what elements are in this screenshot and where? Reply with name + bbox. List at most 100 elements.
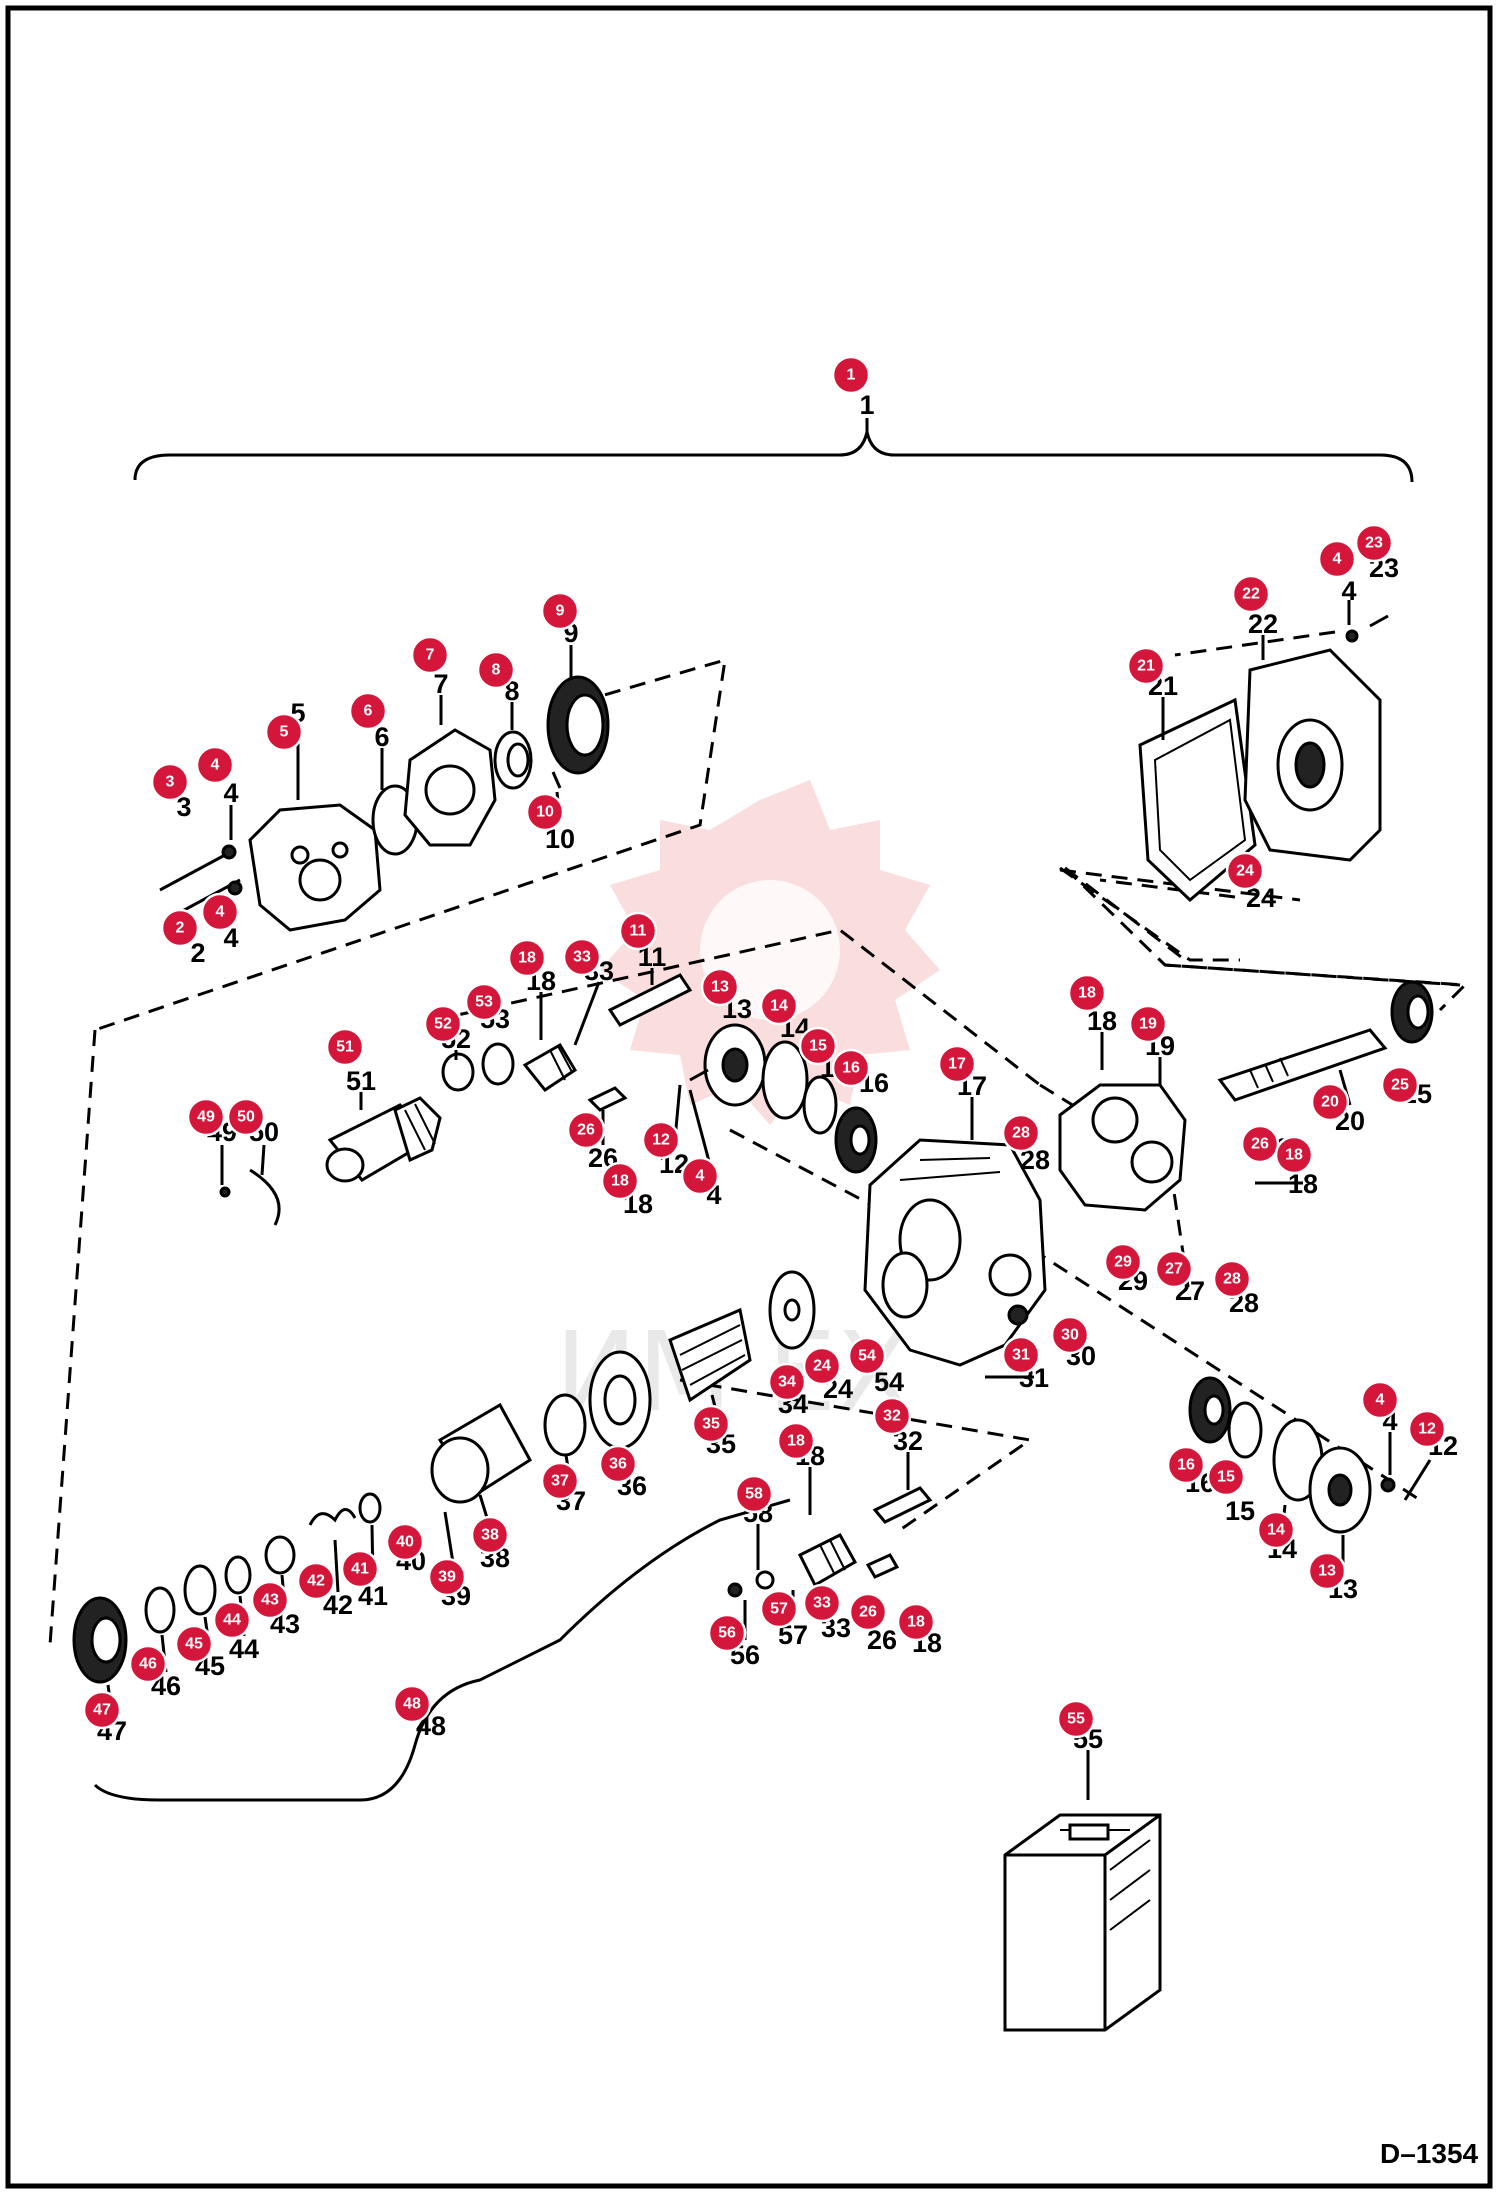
- part-43-spacer: [264, 1535, 296, 1575]
- callout-badge: 44: [212, 1600, 252, 1640]
- callout-badge-circle: [507, 938, 547, 978]
- callout-badge-circle: [250, 1580, 290, 1620]
- callout-badge-circle: [937, 1044, 977, 1084]
- part-55-kit-box: [1003, 1813, 1162, 2032]
- callout-badge: 48: [392, 1684, 432, 1724]
- callout-badge-circle: [186, 1097, 226, 1137]
- callout-badge: 33: [802, 1583, 842, 1623]
- callout-badge-label: 46: [139, 1656, 157, 1673]
- callout-badge: 53: [464, 982, 504, 1022]
- callout-badge-label: 26: [1251, 1136, 1269, 1153]
- callout-badge: 45: [174, 1624, 214, 1664]
- callout-badge-label: 4: [211, 757, 220, 774]
- callout-badge-circle: [1126, 646, 1166, 686]
- callout-badge: 4: [1360, 1380, 1400, 1420]
- part-12b-bolt: [1403, 1459, 1432, 1501]
- callout-badge-circle: [680, 1156, 720, 1196]
- part-drawings: [72, 614, 1434, 2032]
- callout-badge-label: 43: [261, 1592, 279, 1609]
- callout-badge-circle: [1360, 1380, 1400, 1420]
- callout-badge-label: 34: [778, 1374, 796, 1391]
- callout-badge-label: 18: [907, 1614, 925, 1631]
- callout-badge: 15: [1206, 1457, 1246, 1497]
- callout-number: 7: [433, 669, 448, 699]
- part-20-shaft: [1217, 1028, 1388, 1102]
- callout-badge: 37: [540, 1461, 580, 1501]
- callout-badge-circle: [1274, 1135, 1314, 1175]
- callout-badge-circle: [1166, 1445, 1206, 1485]
- callout-badge-circle: [641, 1120, 681, 1160]
- assembly-brace-top: [133, 431, 1414, 483]
- callout-badge-circle: [212, 1600, 252, 1640]
- callout-badge: 28: [1212, 1259, 1252, 1299]
- callout-number: 15: [1225, 1496, 1255, 1526]
- callout-badge-circle: [896, 1602, 936, 1642]
- callout-badge-circle: [759, 1589, 799, 1629]
- callout-badge-circle: [1256, 1510, 1296, 1550]
- callout-badge: 2: [160, 908, 200, 948]
- callout-badge-label: 16: [842, 1060, 860, 1077]
- callout-badge-circle: [700, 967, 740, 1007]
- callout-badge-label: 44: [223, 1612, 241, 1629]
- callout-badge: 12: [1407, 1409, 1447, 1449]
- callout-badge: 3: [150, 762, 190, 802]
- callout-badge-circle: [1354, 523, 1394, 563]
- callout-badge-label: 10: [536, 804, 554, 821]
- callout-badge: 18: [507, 938, 547, 978]
- callout-number: 51: [346, 1066, 376, 1096]
- callout-badge-circle: [1240, 1124, 1280, 1164]
- callout-badge-circle: [1001, 1335, 1041, 1375]
- callout-badge-circle: [427, 1557, 467, 1597]
- callout-badge-circle: [1212, 1259, 1252, 1299]
- callout-badge-label: 13: [1318, 1563, 1336, 1580]
- callout-badge-circle: [348, 691, 388, 731]
- callout-badge-circle: [848, 1592, 888, 1632]
- assembly-brace-bottom: [93, 1498, 791, 1802]
- callout-badge-label: 47: [93, 1702, 111, 1719]
- callout-badge-circle: [1067, 973, 1107, 1013]
- callout-badge-circle: [150, 762, 190, 802]
- callout-badge-label: 16: [1177, 1457, 1195, 1474]
- part-19-endcap: [1058, 1083, 1187, 1212]
- part-41-ring: [358, 1492, 382, 1524]
- part-44-ring: [224, 1555, 252, 1595]
- callout-badge-circle: [1050, 1315, 1090, 1355]
- callout-badge: 57: [759, 1589, 799, 1629]
- callout-badge-circle: [340, 1549, 380, 1589]
- callout-badge-label: 57: [770, 1601, 788, 1618]
- callout-badge-label: 27: [1165, 1261, 1183, 1278]
- callout-badge: 46: [128, 1644, 168, 1684]
- callout-badge-circle: [1307, 1551, 1347, 1591]
- callout-badge-circle: [423, 1004, 463, 1044]
- callout-badge: 7: [410, 635, 450, 675]
- callout-badge: 22: [1231, 574, 1271, 614]
- callout-badge: 4: [195, 745, 235, 785]
- callout-badge-label: 37: [551, 1473, 569, 1490]
- callout-badge-label: 17: [948, 1056, 966, 1073]
- callout-badge-label: 40: [396, 1534, 414, 1551]
- callout-badge: 36: [598, 1444, 638, 1484]
- callout-badge-circle: [226, 1097, 266, 1137]
- callout-badge: 21: [1126, 646, 1166, 686]
- callout-badge-circle: [707, 1613, 747, 1653]
- callout-badge-label: 29: [1114, 1254, 1132, 1271]
- callout-badge-circle: [776, 1421, 816, 1461]
- callout-badge-label: 19: [1139, 1016, 1157, 1033]
- callout-badge-label: 4: [1333, 551, 1342, 568]
- callout-badge-label: 36: [609, 1456, 627, 1473]
- callout-badge-circle: [1380, 1065, 1420, 1105]
- callout-badge: 17: [937, 1044, 977, 1084]
- watermark: ИМ ЕХ: [555, 780, 940, 1436]
- callout-badge: 23: [1354, 523, 1394, 563]
- callout-badge: 42: [296, 1561, 336, 1601]
- callout-number: 22: [1248, 609, 1278, 639]
- callout-badge-circle: [1310, 1082, 1350, 1122]
- callout-badge: 38: [470, 1515, 510, 1555]
- callout-badge-label: 38: [481, 1527, 499, 1544]
- callout-badge-circle: [1154, 1249, 1194, 1289]
- callout-badge-circle: [1407, 1409, 1447, 1449]
- part-45-ring: [183, 1564, 217, 1616]
- callout-badge: 18: [896, 1602, 936, 1642]
- callout-badge: 10: [525, 792, 565, 832]
- callout-badge-circle: [802, 1583, 842, 1623]
